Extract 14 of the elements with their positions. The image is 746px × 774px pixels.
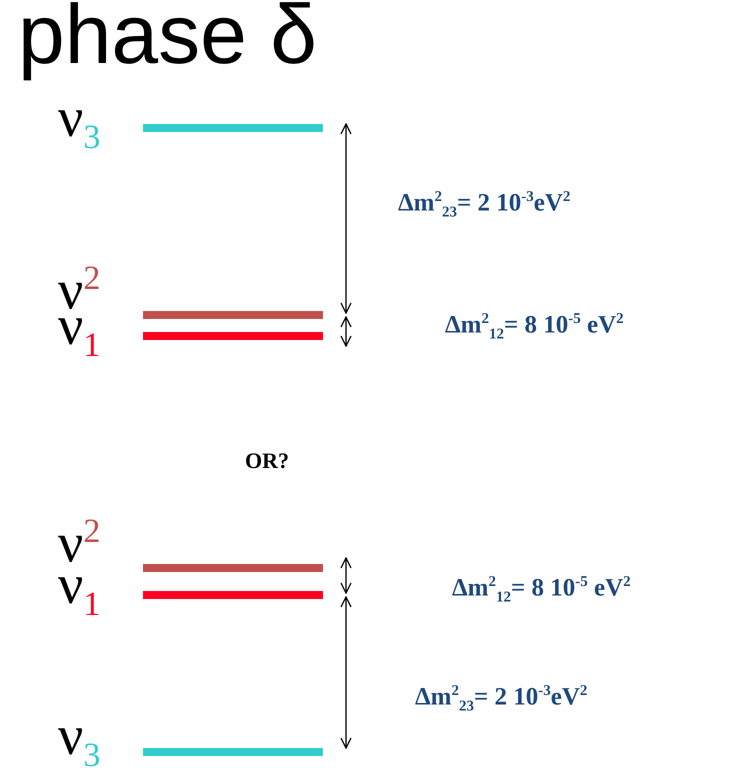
question-label: OR? xyxy=(245,448,289,474)
energy-level-bar xyxy=(143,591,323,599)
mass-splitting-label: Δm$^{2}$$_{23}$= 2 10$^{-3}$eV$^{2}$ xyxy=(415,684,588,714)
energy-level-bar xyxy=(143,124,323,132)
energy-level-bar xyxy=(143,564,323,572)
energy-level-bar xyxy=(143,748,323,756)
title: phase δ xyxy=(18,0,317,80)
neutrino-label: ν$_{3}$ xyxy=(58,90,100,156)
energy-level-bar xyxy=(143,332,323,340)
mass-splitting-label: Δm$^{2}$$_{12}$= 8 10$^{-5}$ eV$^{2}$ xyxy=(445,312,624,342)
neutrino-label: ν$_{3}$ xyxy=(58,708,100,774)
energy-level-bar xyxy=(143,311,323,319)
mass-splitting-label: Δm$^{2}$$_{12}$= 8 10$^{-5}$ eV$^{2}$ xyxy=(452,575,631,606)
mass-splitting-label: Δm$^{2}$$_{23}$= 2 10$^{-3}$eV$^{2}$ xyxy=(398,190,570,220)
